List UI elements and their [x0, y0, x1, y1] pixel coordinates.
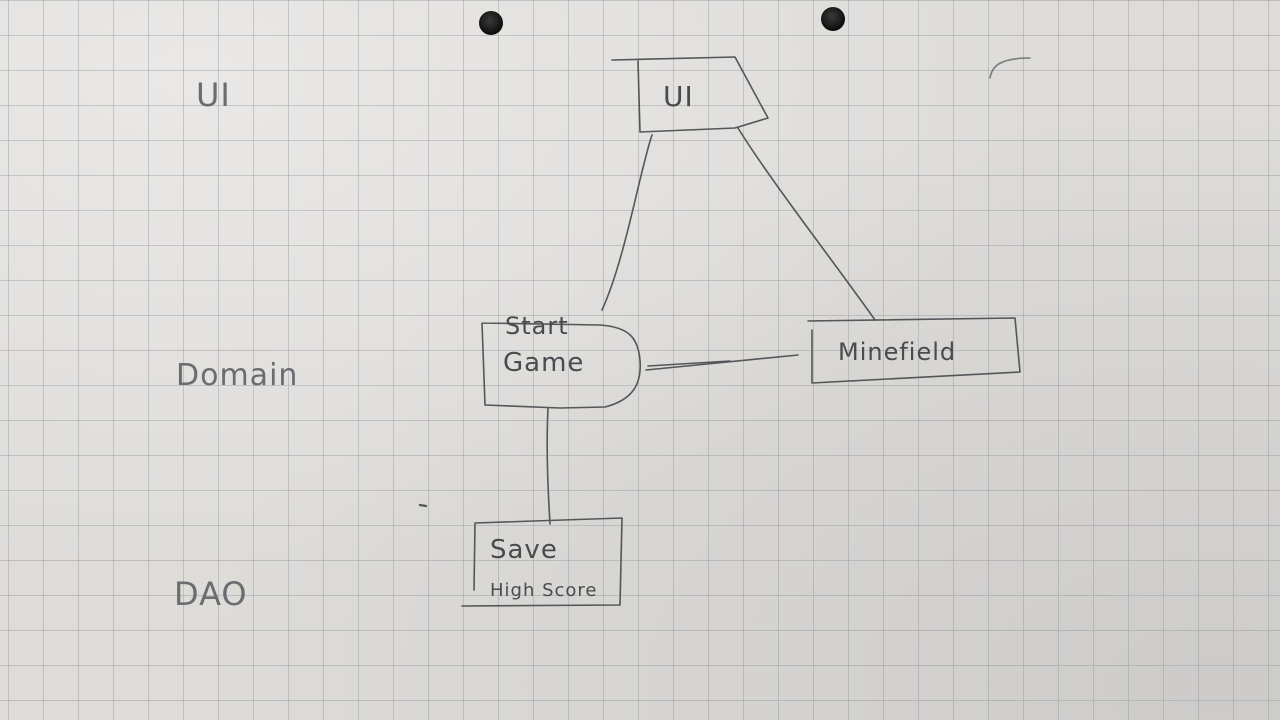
minefield-label: Minefield [838, 338, 957, 366]
stray-dot [418, 503, 428, 508]
punch-hole-right [821, 7, 845, 31]
connector-startgame-minefield [645, 354, 799, 371]
ui-box [611, 56, 769, 133]
stray-mark [989, 57, 1031, 79]
start-game-box [481, 322, 642, 409]
start-game-label-line2: Game [503, 348, 585, 378]
start-game-label-line1: Start [505, 312, 569, 340]
layer-label-dao: DAO [174, 575, 248, 613]
save-label-line1: Save [490, 535, 558, 565]
ui-box-label: UI [663, 80, 694, 113]
minefield-box [807, 317, 1021, 384]
connector-ui-startgame [601, 134, 653, 311]
save-label-line2: High Score [490, 580, 598, 601]
layer-label-ui: UI [196, 76, 231, 114]
connector-ui-minefield [737, 127, 876, 321]
connector-startgame-save [546, 407, 551, 525]
punch-hole-left [479, 11, 503, 35]
layer-label-domain: Domain [176, 358, 299, 393]
connector-startgame-minefield-2 [647, 360, 731, 367]
save-high-score-box [461, 517, 623, 607]
